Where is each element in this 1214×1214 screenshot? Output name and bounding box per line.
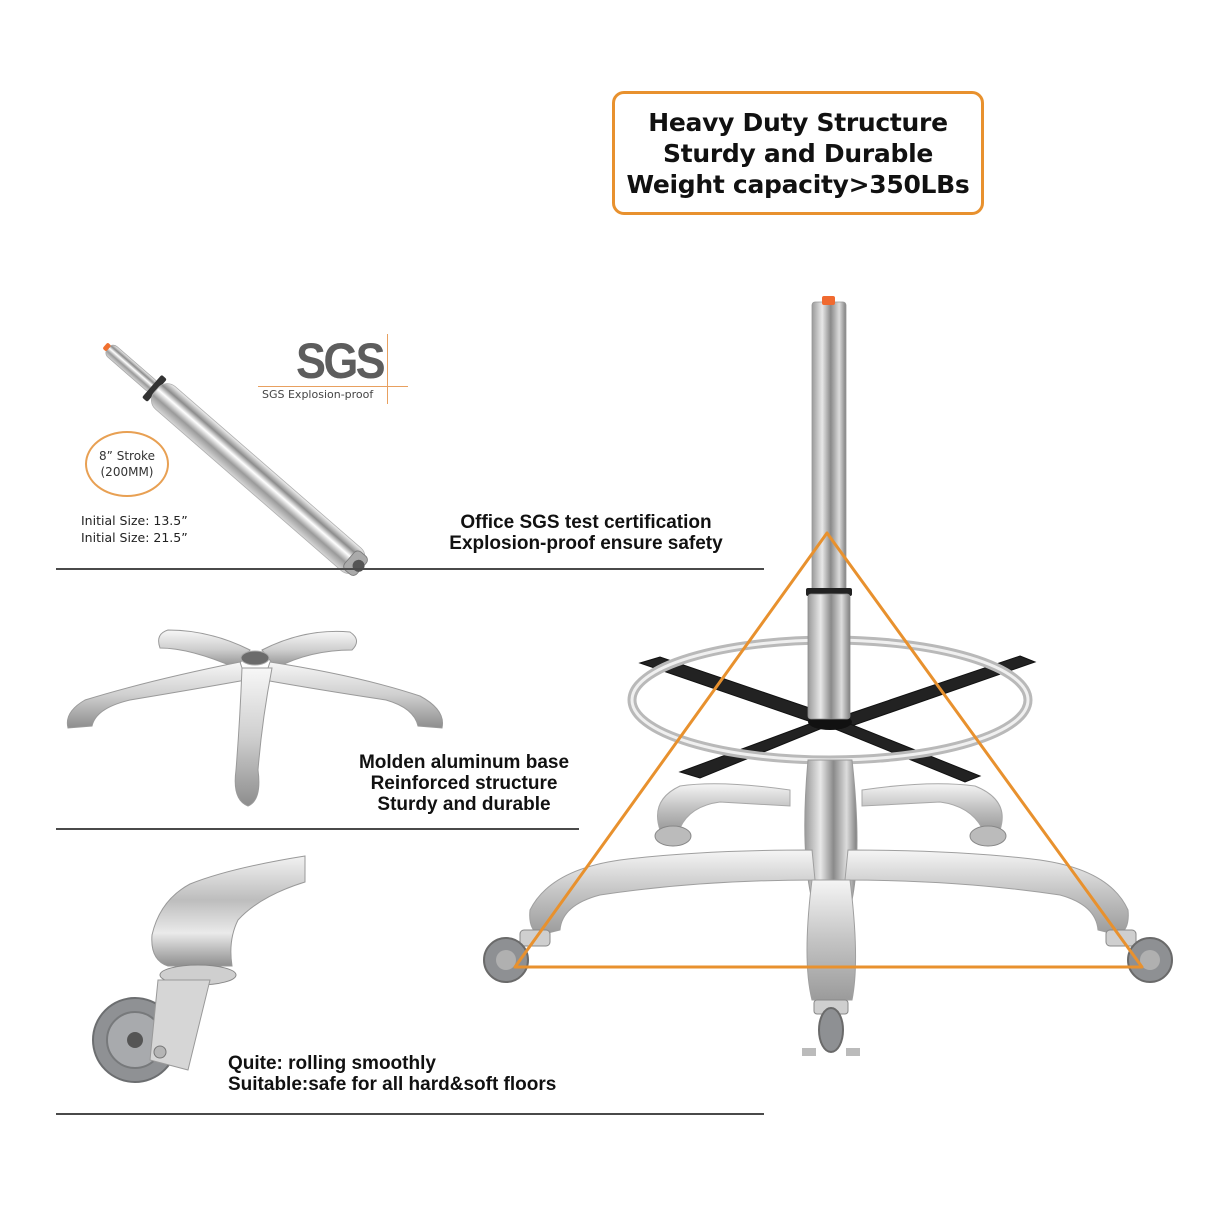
caster-caption-line-1: Quite: rolling smoothly: [228, 1053, 436, 1074]
base-caption-line-2: Reinforced structure: [370, 773, 558, 794]
section-divider-3: [56, 1113, 764, 1115]
gas-lift-caption: Office SGS test certification Explosion-…: [426, 512, 746, 554]
section-divider-2: [56, 828, 579, 830]
sgs-subtitle: SGS Explosion-proof: [262, 388, 374, 401]
stroke-length: 8” Stroke: [99, 449, 155, 463]
stroke-badge: 8” Stroke (200MM): [85, 431, 169, 497]
gas-lift-caption-line-1: Office SGS test certification: [460, 512, 712, 533]
base-caption: Molden aluminum base Reinforced structur…: [336, 752, 592, 815]
caster-caption-line-2: Suitable:safe for all hard&soft floors: [228, 1074, 557, 1095]
gas-lift-caption-line-2: Explosion-proof ensure safety: [449, 533, 723, 554]
initial-size-2: Initial Size: 21.5”: [81, 530, 188, 545]
sgs-logo-rule-vertical: [387, 334, 388, 404]
stroke-mm: (200MM): [100, 465, 154, 479]
caster-caption: Quite: rolling smoothly Suitable:safe fo…: [228, 1053, 608, 1095]
headline-line-1: Heavy Duty Structure: [648, 107, 948, 137]
sgs-logo: SGS: [296, 333, 386, 389]
headline-box: Heavy Duty Structure Sturdy and Durable …: [612, 91, 984, 215]
base-caption-line-1: Molden aluminum base: [358, 752, 570, 773]
section-divider-1: [56, 568, 764, 570]
initial-size-1: Initial Size: 13.5”: [81, 513, 188, 528]
base-caption-line-3: Sturdy and durable: [377, 794, 551, 815]
sgs-logo-rule-horizontal: [258, 386, 408, 387]
headline-line-3: Weight capacity>350LBs: [626, 169, 970, 199]
headline-line-2: Sturdy and Durable: [662, 138, 933, 168]
